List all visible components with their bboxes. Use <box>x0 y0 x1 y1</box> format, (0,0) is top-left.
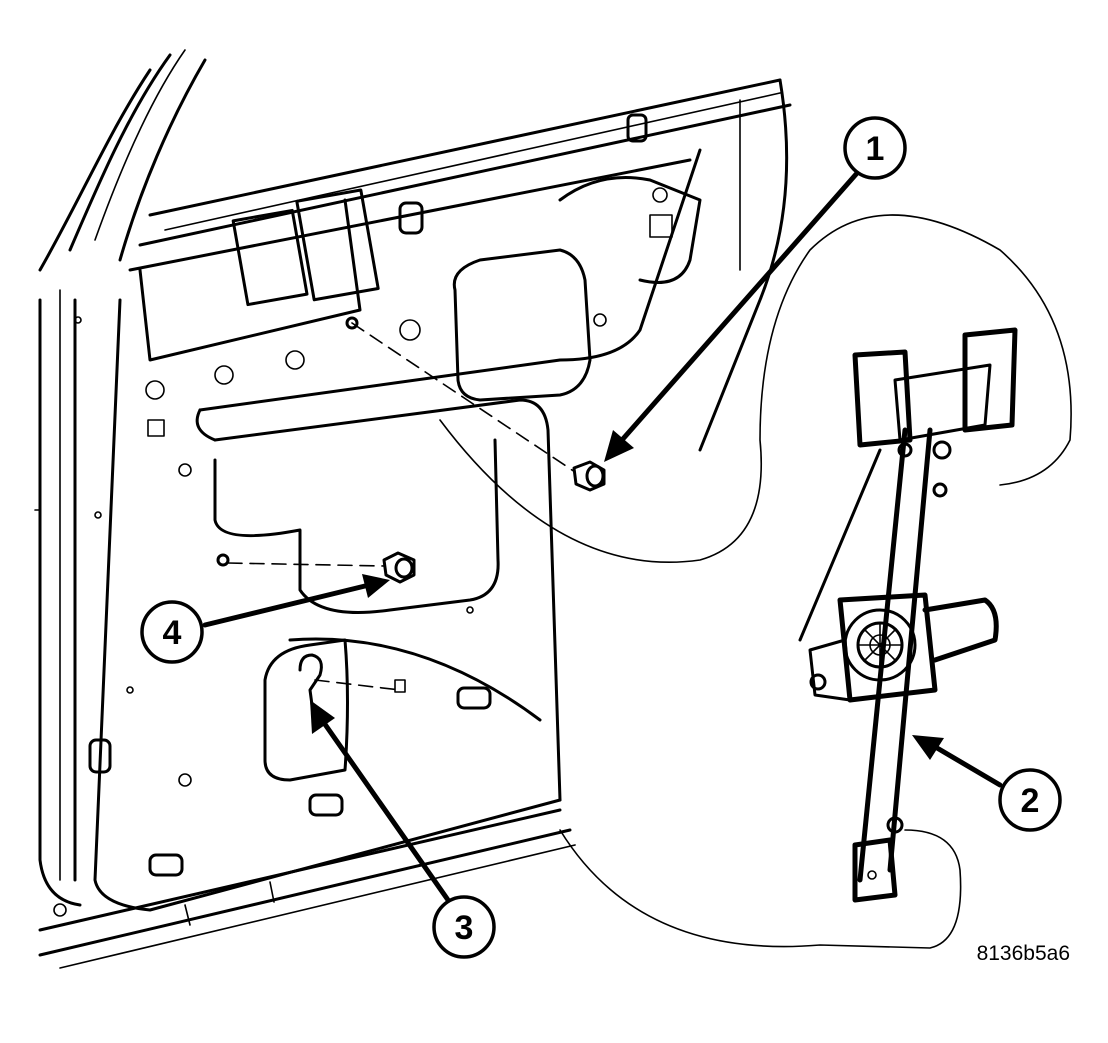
alignment-lines <box>227 322 576 691</box>
callout-1-number: 1 <box>866 130 885 168</box>
arrow-callout-1 <box>604 169 861 462</box>
arrow-callout-3 <box>310 700 451 903</box>
window-regulator <box>439 214 1072 949</box>
callout-2-number: 2 <box>1021 782 1040 820</box>
callout-3-number: 3 <box>455 909 474 947</box>
callout-4: 4 <box>140 600 204 664</box>
callout-4-number: 4 <box>163 614 182 652</box>
callout-1: 1 <box>843 116 907 180</box>
bolt-upper <box>572 460 606 492</box>
bolt-lower <box>382 551 416 584</box>
arrow-callout-2 <box>912 735 1003 788</box>
callout-3: 3 <box>432 895 496 959</box>
leader-arrows <box>202 169 1003 903</box>
door-inner-panel <box>34 49 792 969</box>
arrow-callout-4 <box>202 574 390 628</box>
figure-id: 8136b5a6 <box>977 942 1070 965</box>
callout-2: 2 <box>998 768 1062 832</box>
